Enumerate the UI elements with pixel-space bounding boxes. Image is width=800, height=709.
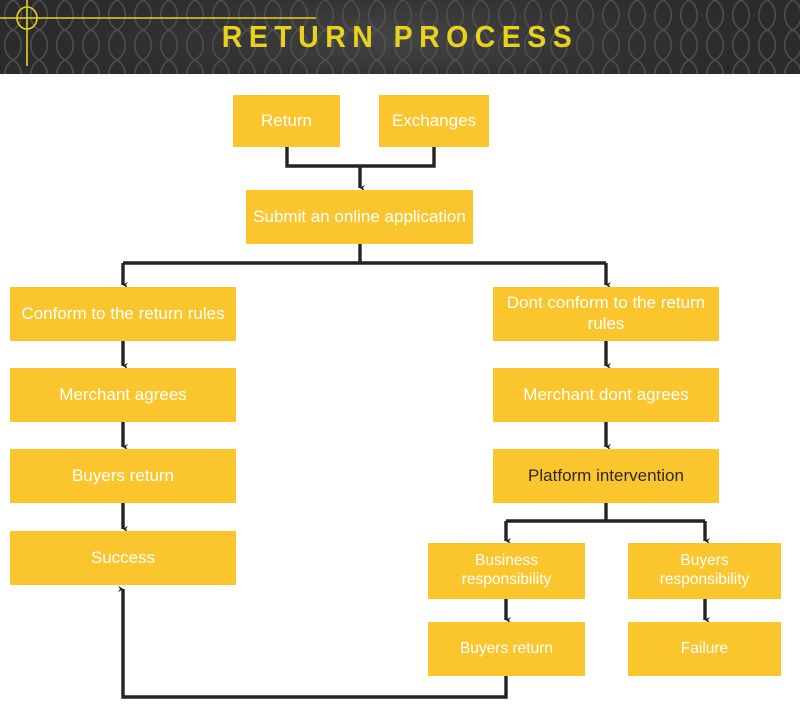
node-buyers-responsibility[interactable]: Buyers responsibility <box>628 543 781 599</box>
crosshair-circle-icon <box>0 0 316 66</box>
node-submit-online-application[interactable]: Submit an online application <box>246 190 473 244</box>
node-success[interactable]: Success <box>10 531 236 585</box>
node-conform-to-return-rules[interactable]: Conform to the return rules <box>10 287 236 341</box>
node-platform-intervention[interactable]: Platform intervention <box>493 449 719 503</box>
node-return[interactable]: Return <box>233 95 340 147</box>
node-merchant-dont-agrees[interactable]: Merchant dont agrees <box>493 368 719 422</box>
node-failure[interactable]: Failure <box>628 622 781 676</box>
node-buyers-return-left[interactable]: Buyers return <box>10 449 236 503</box>
node-merchant-agrees[interactable]: Merchant agrees <box>10 368 236 422</box>
node-buyers-return-right[interactable]: Buyers return <box>428 622 585 676</box>
header-vignette <box>0 0 800 74</box>
node-business-responsibility[interactable]: Business responsibility <box>428 543 585 599</box>
node-dont-conform-to-return-rules[interactable]: Dont conform to the return rules <box>493 287 719 341</box>
header-banner: RETURN PROCESS <box>0 0 800 74</box>
page-title: RETURN PROCESS <box>221 19 579 54</box>
node-exchanges[interactable]: Exchanges <box>379 95 489 147</box>
